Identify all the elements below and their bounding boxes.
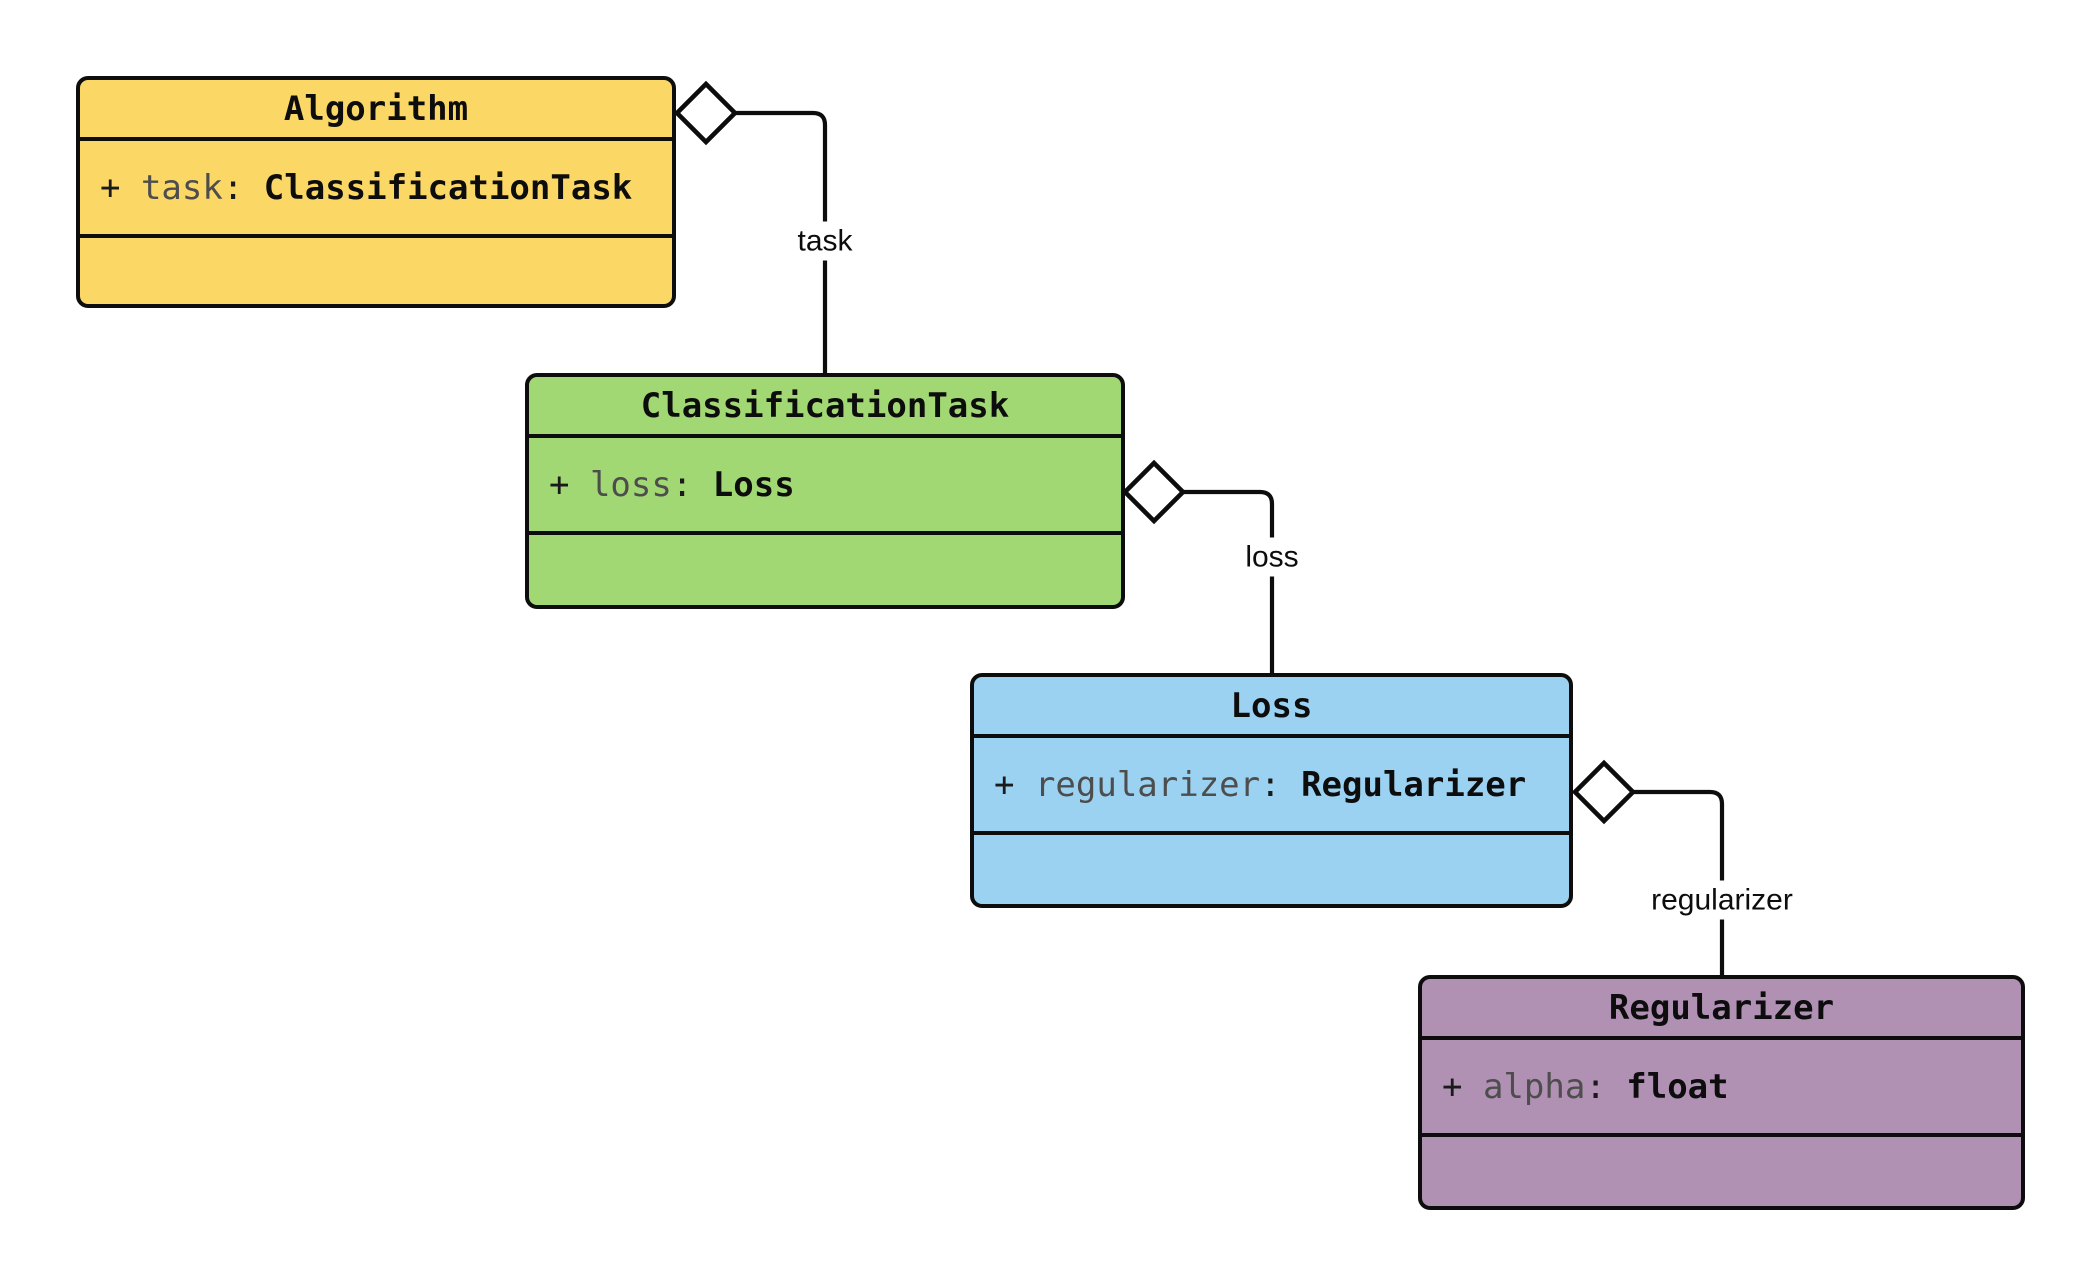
- empty-compartment: [974, 831, 1569, 904]
- attribute-visibility: +: [994, 764, 1015, 805]
- attribute-row: + alpha: float: [1422, 1036, 2021, 1133]
- edge-regularizer: [1571, 759, 1725, 978]
- edge-label-loss: loss: [1238, 537, 1306, 577]
- attribute-separator: :: [671, 464, 693, 505]
- edge-label-task: task: [790, 221, 860, 261]
- attribute-name: loss: [589, 464, 672, 505]
- empty-compartment: [529, 531, 1121, 605]
- attribute-separator: :: [1585, 1066, 1606, 1107]
- attribute-row: + task: ClassificationTask: [80, 137, 672, 234]
- attribute-row: + regularizer: Regularizer: [974, 734, 1569, 831]
- class-title: ClassificationTask: [640, 385, 1010, 426]
- class-box-loss[interactable]: Loss + regularizer: Regularizer: [970, 673, 1573, 908]
- empty-compartment: [80, 234, 672, 304]
- attribute-type: float: [1626, 1066, 1729, 1107]
- attribute-type: ClassificationTask: [263, 167, 633, 208]
- attribute-type: Regularizer: [1301, 764, 1527, 805]
- class-box-classificationtask[interactable]: ClassificationTask + loss: Loss: [525, 373, 1125, 609]
- class-title: Regularizer: [1608, 987, 1835, 1028]
- aggregation-diamond-icon: [673, 80, 739, 146]
- attribute-name: task: [140, 167, 223, 208]
- empty-compartment: [1422, 1133, 2021, 1206]
- attribute-row: + loss: Loss: [529, 434, 1121, 531]
- edge-label-regularizer: regularizer: [1644, 880, 1800, 920]
- connector-line-loss: [1183, 489, 1275, 676]
- aggregation-diamond-icon: [1121, 459, 1187, 525]
- attribute-visibility: +: [100, 167, 121, 208]
- attribute-name: alpha: [1482, 1066, 1586, 1107]
- attribute-visibility: +: [549, 464, 570, 505]
- attribute-visibility: +: [1442, 1066, 1463, 1107]
- attribute-separator: :: [222, 167, 244, 208]
- class-box-regularizer[interactable]: Regularizer + alpha: float: [1418, 975, 2025, 1210]
- class-title: Loss: [1230, 685, 1313, 726]
- aggregation-diamond-icon: [1571, 759, 1637, 825]
- attribute-separator: :: [1260, 764, 1281, 805]
- attribute-name: regularizer: [1034, 764, 1261, 805]
- attribute-type: Loss: [712, 464, 795, 505]
- class-box-algorithm[interactable]: Algorithm + task: ClassificationTask: [76, 76, 676, 308]
- class-title: Algorithm: [283, 88, 469, 129]
